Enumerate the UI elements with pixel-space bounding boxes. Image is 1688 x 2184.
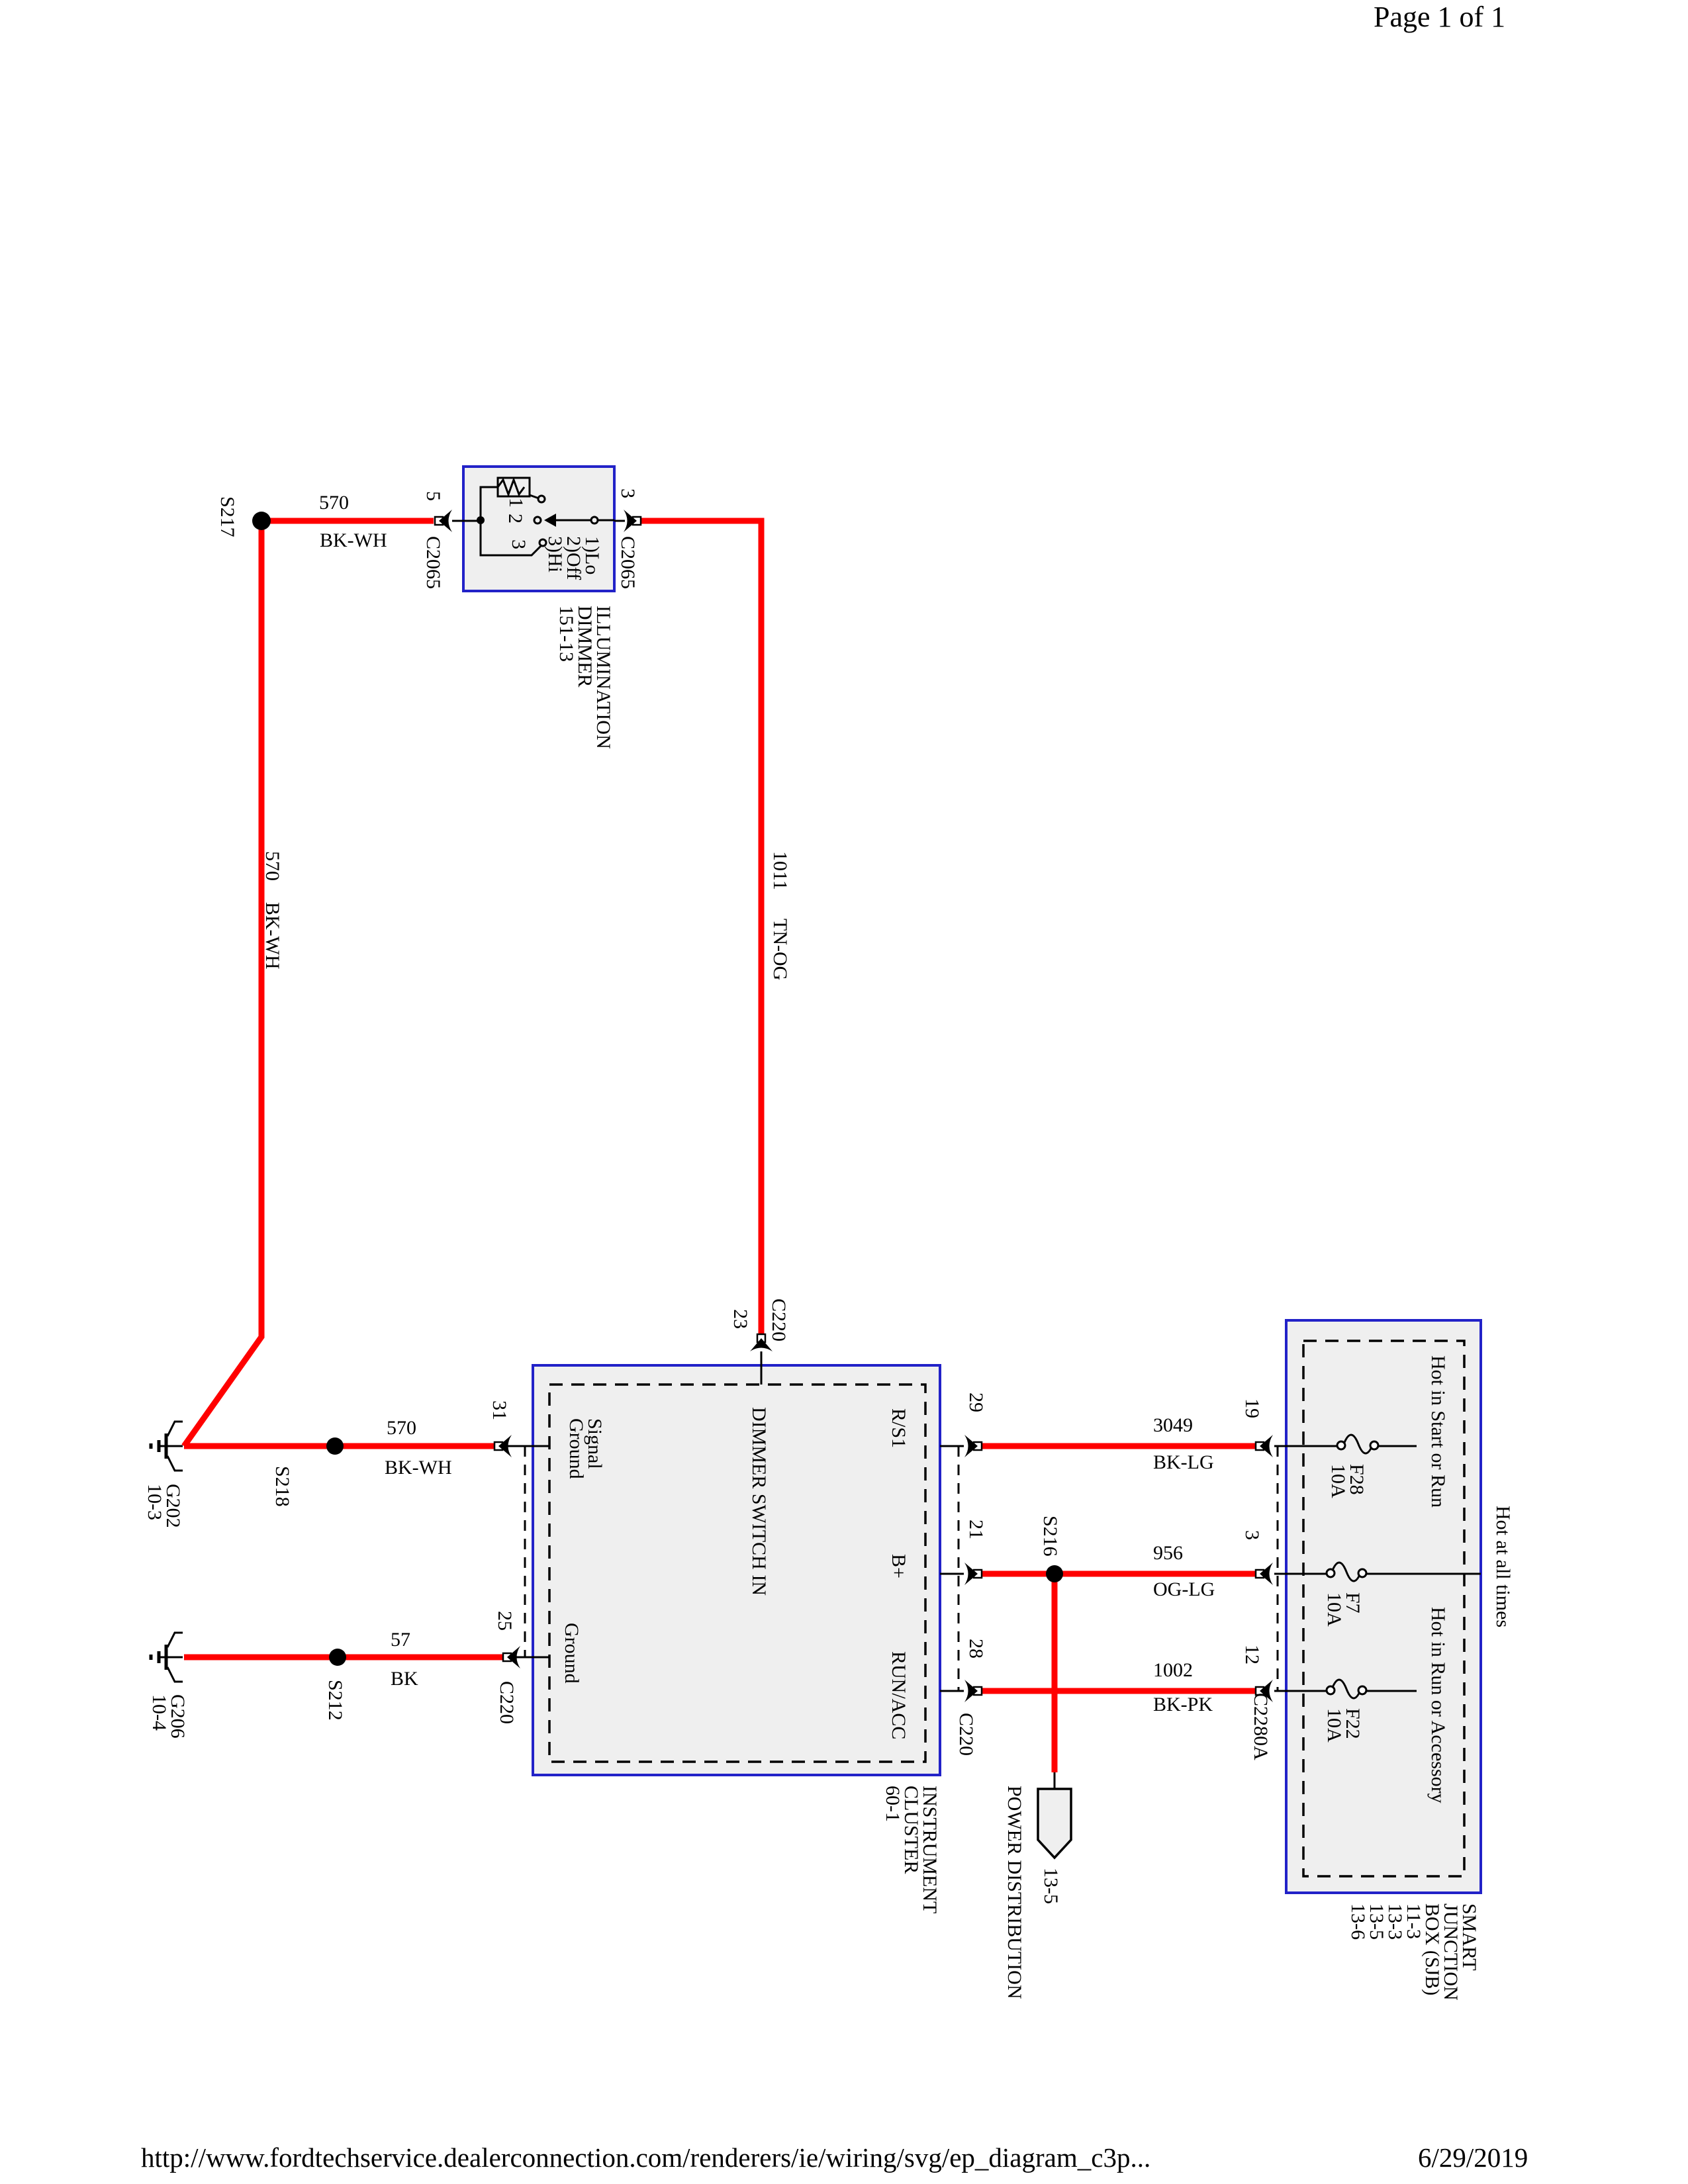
power-distribution-arrow: [1037, 1788, 1072, 1860]
ground-g202-icon: [149, 1420, 183, 1472]
pin-12-label: 12: [1241, 1645, 1263, 1664]
runacc-label: RUN/ACC: [888, 1651, 910, 1740]
fuse-f7-label: F7 10A: [1323, 1592, 1364, 1627]
connector-c220-25-label: C220: [496, 1681, 518, 1725]
wire-3049-color: BK-LG: [1153, 1451, 1214, 1473]
signal-ground-label: Signal Ground: [565, 1418, 606, 1479]
wire-1011-circuit: 1011: [769, 851, 791, 890]
fuse-f22-feed-label: Hot in Run or Accessory: [1427, 1607, 1449, 1803]
dimmer-switch-box: [532, 1364, 941, 1776]
wire-1011-color: TN-OG: [769, 919, 791, 981]
pin-28-label: 28: [965, 1639, 987, 1659]
ground-g206-icon: [149, 1631, 183, 1683]
illumination-dimmer-title: ILLUMINATION DIMMER 151-13: [555, 606, 614, 749]
ground-pin-label: Ground: [561, 1623, 583, 1684]
dimmer-switch-title: DIMMER SWITCH IN: [748, 1407, 770, 1596]
pin-23-label: 23: [729, 1309, 751, 1329]
pin-5-label: 5: [422, 491, 444, 501]
wire-57-color: BK: [391, 1668, 418, 1690]
splice-s217-label: S217: [216, 496, 238, 537]
connector-c220-top-label: C220: [768, 1298, 790, 1342]
fuse-f28-feed-label: Hot in Start or Run: [1427, 1355, 1449, 1508]
fuse-f28-symbol: [1336, 1433, 1380, 1455]
pin-31-label: 31: [489, 1400, 510, 1420]
fuse-f22-symbol: [1325, 1678, 1368, 1700]
fuse-f28-label: F28 10A: [1327, 1464, 1368, 1498]
wire-3049-circuit: 3049: [1153, 1414, 1193, 1436]
pin-19-label: 19: [1241, 1398, 1263, 1418]
bplus-label: B+: [888, 1554, 910, 1578]
connector-c220-right-label: C220: [955, 1713, 977, 1756]
pin-25-label: 25: [494, 1611, 516, 1631]
ground-g202-label: G202 10-3: [144, 1484, 184, 1528]
fuse-f7-feed-label: Hot at all times: [1492, 1506, 1514, 1628]
wire-57-circuit: 57: [391, 1629, 410, 1651]
splice-s212-label: S212: [324, 1680, 346, 1721]
fuse-f7-symbol: [1325, 1561, 1368, 1582]
rheostat-symbol: [496, 477, 599, 547]
dimmer-junction-dot: [477, 516, 485, 524]
wire-956-circuit: 956: [1153, 1542, 1183, 1564]
pin-3-sjb-label: 3: [1241, 1530, 1263, 1540]
rs1-label: R/S1: [888, 1408, 910, 1449]
smart-junction-box: [1285, 1319, 1482, 1894]
wire-1002-color: BK-PK: [1153, 1694, 1213, 1715]
splice-s212-dot: [329, 1649, 346, 1666]
splice-s216-dot: [1046, 1565, 1063, 1582]
ground-g206-label: G206 10-4: [148, 1694, 189, 1739]
pin-29-label: 29: [965, 1392, 987, 1412]
connector-c2065-right-label: C2065: [617, 536, 639, 590]
power-distribution-label: POWER DISTRIBUTION: [1004, 1786, 1025, 1999]
splice-s218-label: S218: [271, 1466, 293, 1507]
black-circuit-lines: [452, 486, 1481, 1789]
splice-s217-dot: [252, 512, 271, 530]
wire-570-top-circuit: 570: [319, 492, 349, 514]
page-number-header: Page 1 of 1: [1374, 1, 1506, 33]
wiper-arrow-icon: [544, 514, 556, 527]
dimmer-contact-1: 1: [505, 498, 527, 508]
footer-url: http://www.fordtechservice.dealerconnect…: [141, 2142, 1151, 2173]
wire-570-vert-color: BK-WH: [261, 902, 283, 970]
wire-570-ground-color: BK-WH: [385, 1457, 452, 1479]
connector-dashed-lines: [524, 1446, 1279, 1691]
instrument-cluster-ref: INSTRUMENT CLUSTER 60-1: [882, 1786, 941, 1914]
sjb-title: SMART JUNCTION BOX (SJB) 11-3 13-3 13-5 …: [1347, 1903, 1480, 2001]
wire-956-color: OG-LG: [1153, 1578, 1215, 1600]
pin-21-label: 21: [965, 1520, 987, 1539]
connector-c2280a-label: C2280A: [1250, 1693, 1272, 1760]
splice-s216-label: S216: [1039, 1516, 1061, 1557]
pin-3-label: 3: [617, 488, 639, 498]
wire-570-ground-circuit: 570: [387, 1417, 416, 1439]
fuse-f22-label: F22 10A: [1323, 1708, 1364, 1743]
dimmer-contact-2: 2: [504, 514, 526, 523]
connector-arrow-icons: [439, 510, 1273, 1702]
wire-570-top-color: BK-WH: [320, 529, 387, 551]
dimmer-positions-legend: 1)Lo 2)Off 3)Hi: [544, 536, 603, 580]
footer-date: 6/29/2019: [1418, 2142, 1528, 2173]
splice-s218-dot: [326, 1437, 344, 1455]
power-distribution-ref: 13-5: [1040, 1868, 1062, 1904]
wire-1002-circuit: 1002: [1153, 1659, 1193, 1681]
splice-dots: [252, 512, 1063, 1666]
wire-570-vert-circuit: 570: [261, 851, 283, 881]
connector-c2065-left-label: C2065: [422, 536, 444, 590]
dimmer-contact-3: 3: [508, 539, 530, 549]
